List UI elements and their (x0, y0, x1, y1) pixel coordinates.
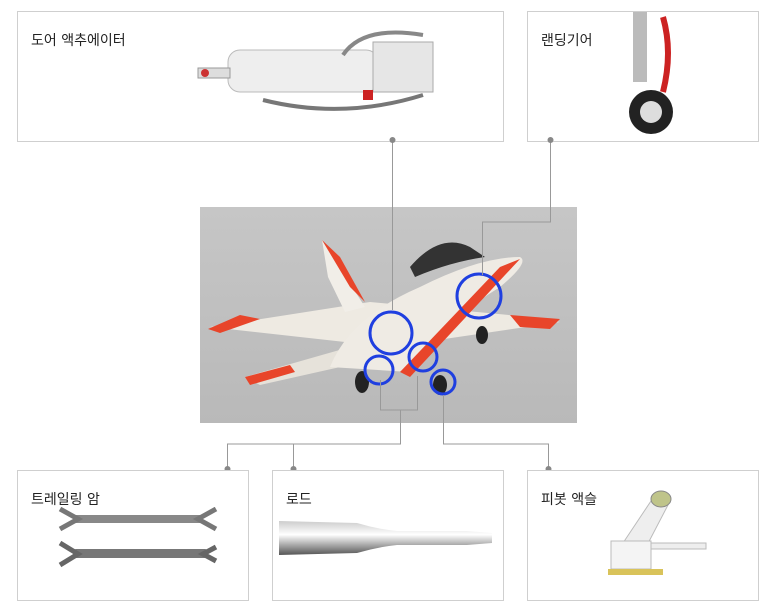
part-card-landing-gear: 랜딩기어 (527, 11, 759, 142)
landing-gear-image (629, 12, 673, 134)
rod-image (279, 521, 492, 555)
part-label: 로드 (286, 492, 312, 508)
highlight-circle (363, 354, 395, 386)
aircraft-photo (200, 207, 577, 423)
pivot-axle-image (608, 490, 707, 575)
part-card-trailing-arm: 트레일링 암 (17, 470, 249, 601)
part-card-pivot-axle: 피봇 액슬 (527, 470, 759, 601)
part-label: 도어 액추에이터 (31, 33, 126, 49)
part-label: 랜딩기어 (541, 33, 593, 49)
highlight-circle (368, 310, 414, 356)
part-label: 트레일링 암 (31, 492, 100, 508)
part-card-door-actuator: 도어 액추에이터 (17, 11, 504, 142)
trailing-arm-image (58, 507, 218, 568)
highlight-circle (429, 368, 457, 396)
part-label: 피봇 액슬 (541, 492, 597, 508)
part-card-rod: 로드 (272, 470, 504, 601)
aircraft-image (208, 240, 560, 396)
highlight-circle (407, 341, 439, 373)
highlight-circle (455, 272, 503, 320)
door-actuator-image (197, 30, 434, 111)
